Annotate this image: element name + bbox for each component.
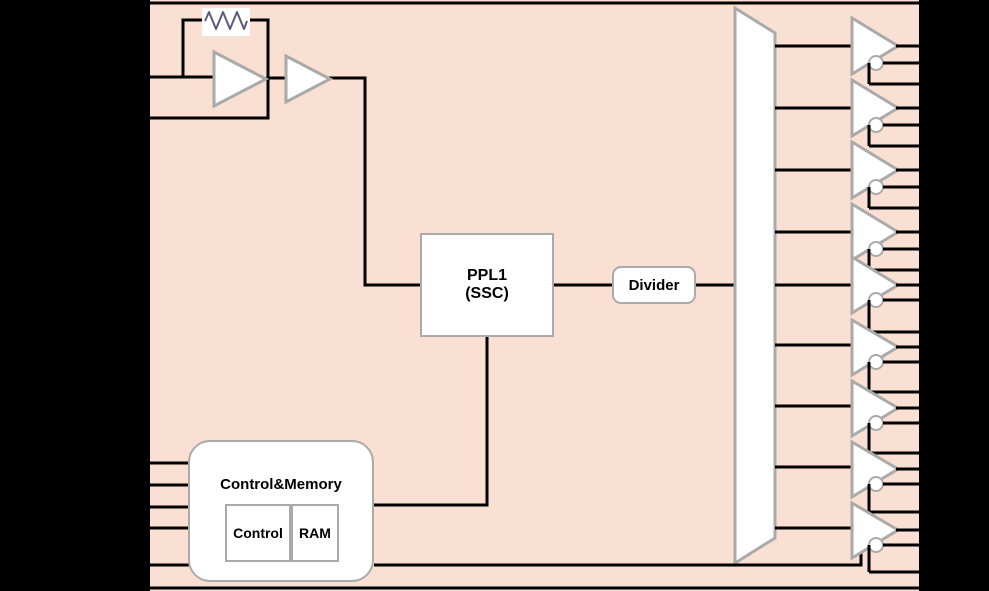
divider-label: Divider [628,276,680,294]
output-buffer-group-1 [775,15,989,86]
control-memory-block[interactable]: Control&Memory Control RAM [188,440,374,582]
output-buffer-group-4 [775,201,989,272]
oscillator-buffer [284,53,334,105]
divider-block[interactable]: Divider [612,266,696,304]
control-memory-label: Control&Memory [220,476,342,493]
ram-label: RAM [299,525,331,541]
output-buffer-group-8 [775,439,989,514]
control-output-bus-wire [374,512,863,567]
output-buffer-group-5 [775,254,989,334]
output-buffer-group-3 [775,139,989,210]
oscillator-inverter [212,49,270,109]
chip-edge-lines [150,1,919,590]
control-label: Control [233,525,283,541]
control-input-pins [150,461,196,567]
pll-label: PPL1 (SSC) [465,267,509,302]
feedback-resistor-backer [202,8,250,36]
oscillator-input-wire-2 [150,77,270,120]
buffer-to-pll-wire [328,76,422,287]
ram-sub-block[interactable]: RAM [291,504,339,562]
pll-block[interactable]: PPL1 (SSC) [420,233,554,337]
fanout-mux-shape [733,5,777,566]
control-sub-block[interactable]: Control [225,504,291,562]
output-buffer-group-2 [775,77,989,148]
control-to-pll-wire [374,337,489,507]
output-buffer-group-7 [775,378,989,455]
output-buffer-group-9 [775,500,989,574]
output-buffer-group-6 [775,317,989,394]
